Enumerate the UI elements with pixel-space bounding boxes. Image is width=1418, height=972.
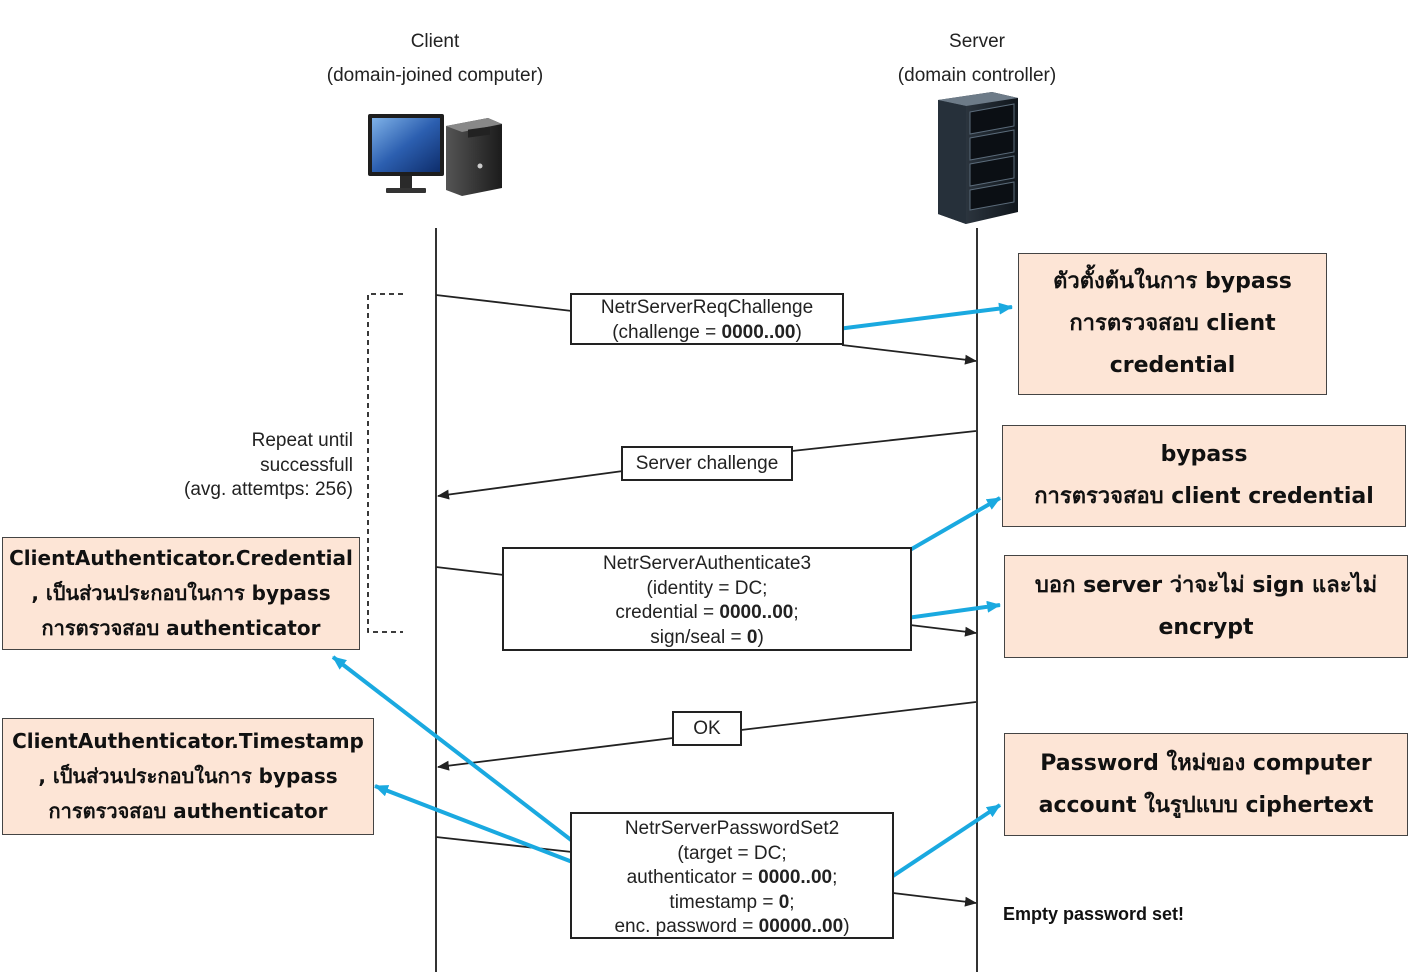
req-challenge-line-b	[841, 344, 977, 365]
password-set2-timestamp: timestamp = 0;	[669, 891, 795, 913]
ok-line-a	[740, 701, 977, 731]
arrow-to-cred-authenticator-note	[331, 655, 616, 875]
password-set-line-a	[435, 836, 573, 853]
repeat-bracket	[367, 293, 403, 633]
repeat-line1: Repeat until	[251, 430, 353, 451]
req-challenge-title: NetrServerReqChallenge	[600, 297, 814, 318]
desktop-computer-icon	[368, 114, 502, 196]
authenticator-credential-note: ClientAuthenticator.Credential , เป็นส่ว…	[2, 537, 360, 650]
client-subtitle: (domain-joined computer)	[326, 65, 544, 86]
authenticate-line-b	[909, 624, 977, 637]
repeat-label: Repeat until successfull (avg. attemtps:…	[150, 429, 353, 503]
password-set2-target: (target = DC;	[677, 842, 787, 864]
signseal-note: บอก server ว่าจะไม่ sign และไม่ encrypt	[1004, 555, 1408, 658]
repeat-line3: (avg. attemtps: 256)	[184, 479, 353, 500]
server-challenge-box: Server challenge	[621, 446, 793, 481]
password-set2-box: NetrServerPasswordSet2 (target = DC; aut…	[570, 812, 894, 939]
req-challenge-line-a	[435, 294, 573, 312]
server-challenge-label: Server challenge	[635, 453, 779, 474]
authenticate3-box: NetrServerAuthenticate3 (identity = DC; …	[502, 547, 912, 651]
authenticate3-identity: (identity = DC;	[646, 577, 768, 599]
client-title: Client	[410, 31, 460, 52]
server-lifeline	[976, 228, 978, 972]
server-title: Server	[949, 31, 1005, 52]
ok-line-b	[437, 737, 674, 771]
server-subtitle: (domain controller)	[897, 65, 1057, 86]
ok-label: OK	[693, 718, 721, 739]
server-challenge-line-a	[791, 430, 977, 452]
empty-password-label: Empty password set!	[1003, 904, 1185, 924]
authenticate3-credential: credential = 0000..00;	[615, 602, 799, 623]
client-lifeline	[435, 228, 437, 972]
server-challenge-line-b	[437, 470, 624, 500]
authenticate3-signseal: sign/seal = 0)	[650, 626, 764, 648]
password-set2-title: NetrServerPasswordSet2	[624, 818, 840, 839]
repeat-line2: successfull	[260, 454, 353, 476]
req-challenge-box: NetrServerReqChallenge (challenge = 0000…	[570, 293, 844, 345]
credential-note: bypass การตรวจสอบ client credential	[1002, 425, 1406, 527]
server-rack-icon	[938, 92, 1018, 224]
password-set-line-b	[892, 892, 977, 907]
password-set2-encpassword: enc. password = 00000..00)	[614, 916, 850, 937]
password-note: Password ใหม่ของ computer account ในรูปแ…	[1004, 733, 1408, 836]
ok-box: OK	[672, 711, 742, 746]
challenge-note: ตัวตั้งต้นในการ bypass การตรวจสอบ client…	[1018, 253, 1327, 395]
password-set2-authenticator: authenticator = 0000..00;	[626, 867, 838, 888]
authenticate-line-a	[435, 566, 505, 576]
authenticator-timestamp-note: ClientAuthenticator.Timestamp , เป็นส่วน…	[2, 718, 374, 835]
authenticate3-title: NetrServerAuthenticate3	[602, 553, 812, 574]
req-challenge-param: (challenge = 0000..00)	[612, 321, 802, 343]
